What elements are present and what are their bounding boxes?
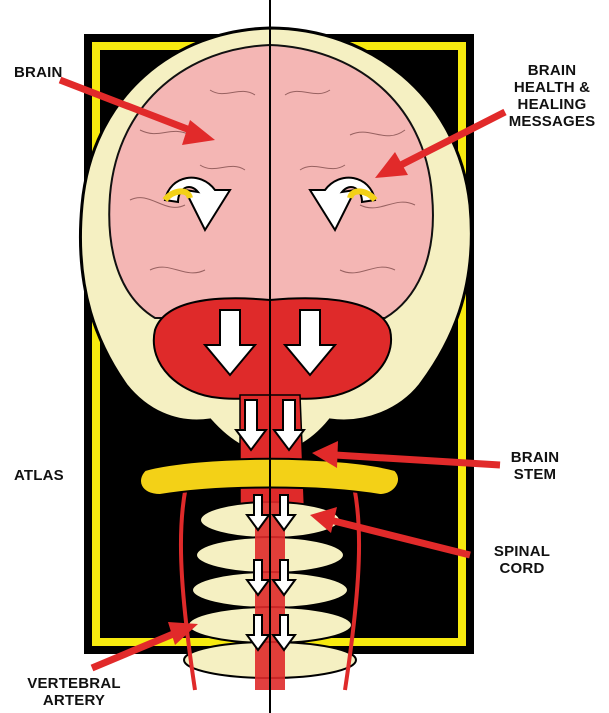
- label-vertebral-artery-line-1: VERTEBRAL: [14, 675, 134, 692]
- label-brain-messages: BRAIN HEALTH & HEALING MESSAGES: [500, 62, 604, 130]
- label-vertebral-artery: VERTEBRAL ARTERY: [14, 675, 134, 709]
- label-messages-line-3: HEALING: [500, 96, 604, 113]
- label-brain-text: BRAIN: [14, 64, 63, 81]
- label-vertebral-artery-line-2: ARTERY: [14, 692, 134, 709]
- label-brain-stem: BRAIN STEM: [500, 449, 570, 483]
- label-messages-line-1: BRAIN: [500, 62, 604, 79]
- label-brain: BRAIN: [14, 64, 63, 81]
- label-spinal-cord-line-1: SPINAL: [472, 543, 572, 560]
- label-brain-stem-line-1: BRAIN: [500, 449, 570, 466]
- label-messages-line-2: HEALTH &: [500, 79, 604, 96]
- label-messages-line-4: MESSAGES: [500, 113, 604, 130]
- label-atlas: ATLAS: [14, 467, 64, 484]
- label-spinal-cord: SPINAL CORD: [472, 543, 572, 577]
- label-brain-stem-line-2: STEM: [500, 466, 570, 483]
- label-atlas-text: ATLAS: [14, 467, 64, 484]
- cerebellum: [154, 298, 391, 399]
- label-spinal-cord-line-2: CORD: [472, 560, 572, 577]
